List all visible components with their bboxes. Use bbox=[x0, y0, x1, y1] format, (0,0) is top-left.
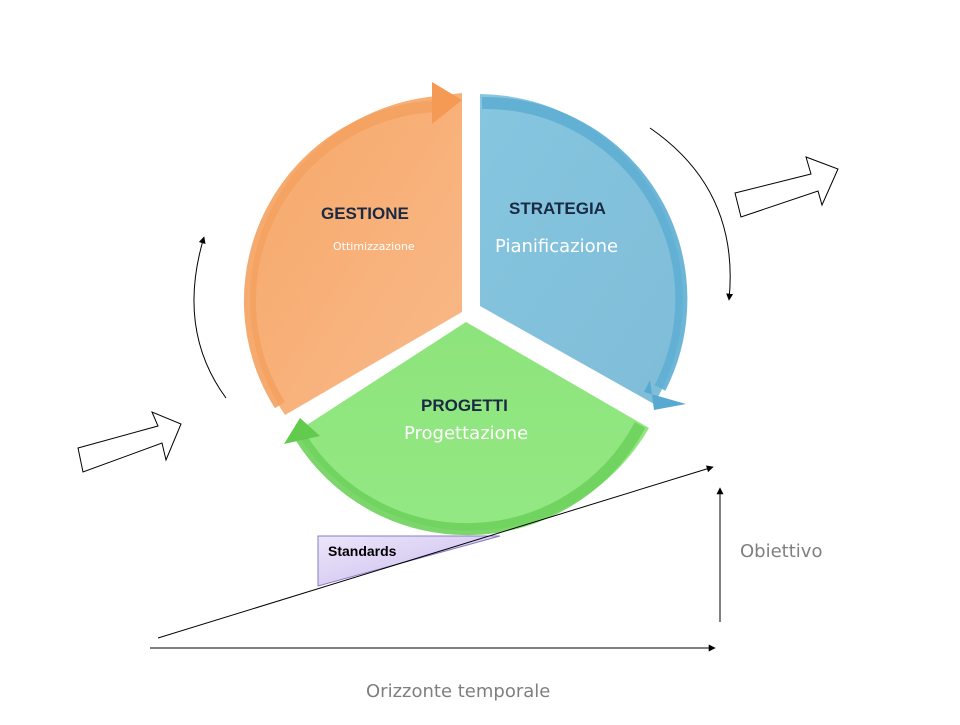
gestione-title: GESTIONE bbox=[321, 204, 409, 223]
gestione-subtitle: Ottimizzazione bbox=[333, 240, 415, 253]
input-block-arrow bbox=[77, 411, 182, 473]
objective-axis-label: Obiettivo bbox=[740, 541, 823, 562]
right-cycle-arrow bbox=[649, 127, 734, 301]
time-axis-label: Orizzonte temporale bbox=[366, 681, 551, 702]
growth-line bbox=[157, 465, 714, 639]
progetti-subtitle: Progettazione bbox=[404, 423, 529, 444]
standards-label: Standards bbox=[328, 543, 397, 559]
gestione-sector bbox=[243, 82, 462, 415]
left-cycle-arrow bbox=[193, 236, 227, 399]
strategia-subtitle: Pianificazione bbox=[495, 236, 619, 257]
output-block-arrow bbox=[734, 156, 839, 218]
strategia-sector bbox=[480, 94, 688, 410]
progetti-sector bbox=[284, 322, 649, 536]
progetti-title: PROGETTI bbox=[421, 396, 508, 415]
strategia-title: STRATEGIA bbox=[509, 199, 606, 218]
